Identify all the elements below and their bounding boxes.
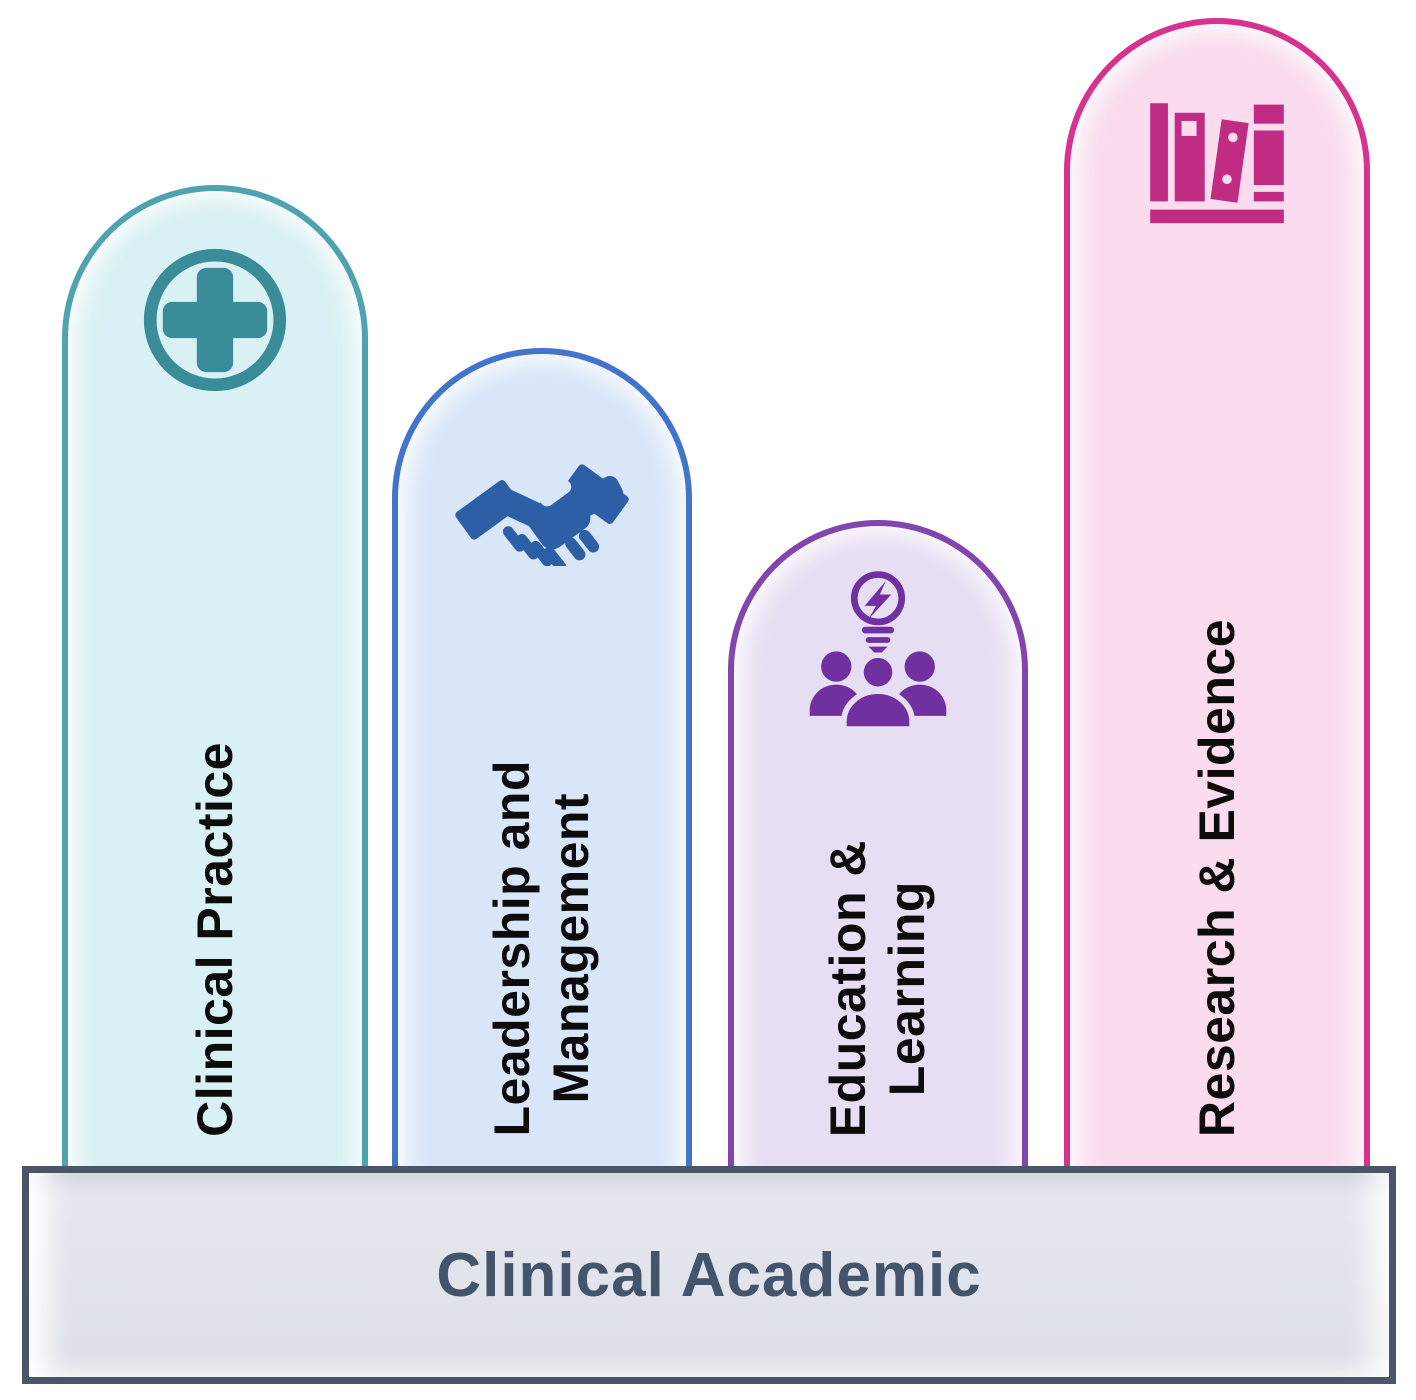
pillar-label-wrap: Clinical Practice <box>68 742 362 1137</box>
base-bar-clinical-academic: Clinical Academic <box>22 1166 1396 1384</box>
idea-team-icon <box>802 566 954 732</box>
medical-cross-circle-icon <box>136 241 294 399</box>
pillar-leadership-management: Leadership and Management <box>392 348 692 1185</box>
pillar-label-research-evidence: Research & Evidence <box>1188 618 1245 1137</box>
pillar-clinical-practice: Clinical Practice <box>62 185 368 1185</box>
books-shelf-icon <box>1142 84 1292 237</box>
base-bar-label: Clinical Academic <box>436 1240 982 1310</box>
pillar-education-learning: Education & Learning <box>728 520 1028 1185</box>
pillar-label-wrap: Research & Evidence <box>1070 619 1364 1137</box>
pillar-label-clinical-practice: Clinical Practice <box>186 742 243 1137</box>
pillar-label-wrap: Education & Learning <box>734 840 1022 1137</box>
pillar-label-wrap: Leadership and Management <box>398 760 686 1137</box>
pillar-label-education-learning: Education & Learning <box>820 839 935 1137</box>
handshake-icon <box>444 438 640 566</box>
pillar-label-leadership-management: Leadership and Management <box>484 760 599 1137</box>
pillar-research-evidence: Research & Evidence <box>1064 18 1370 1185</box>
